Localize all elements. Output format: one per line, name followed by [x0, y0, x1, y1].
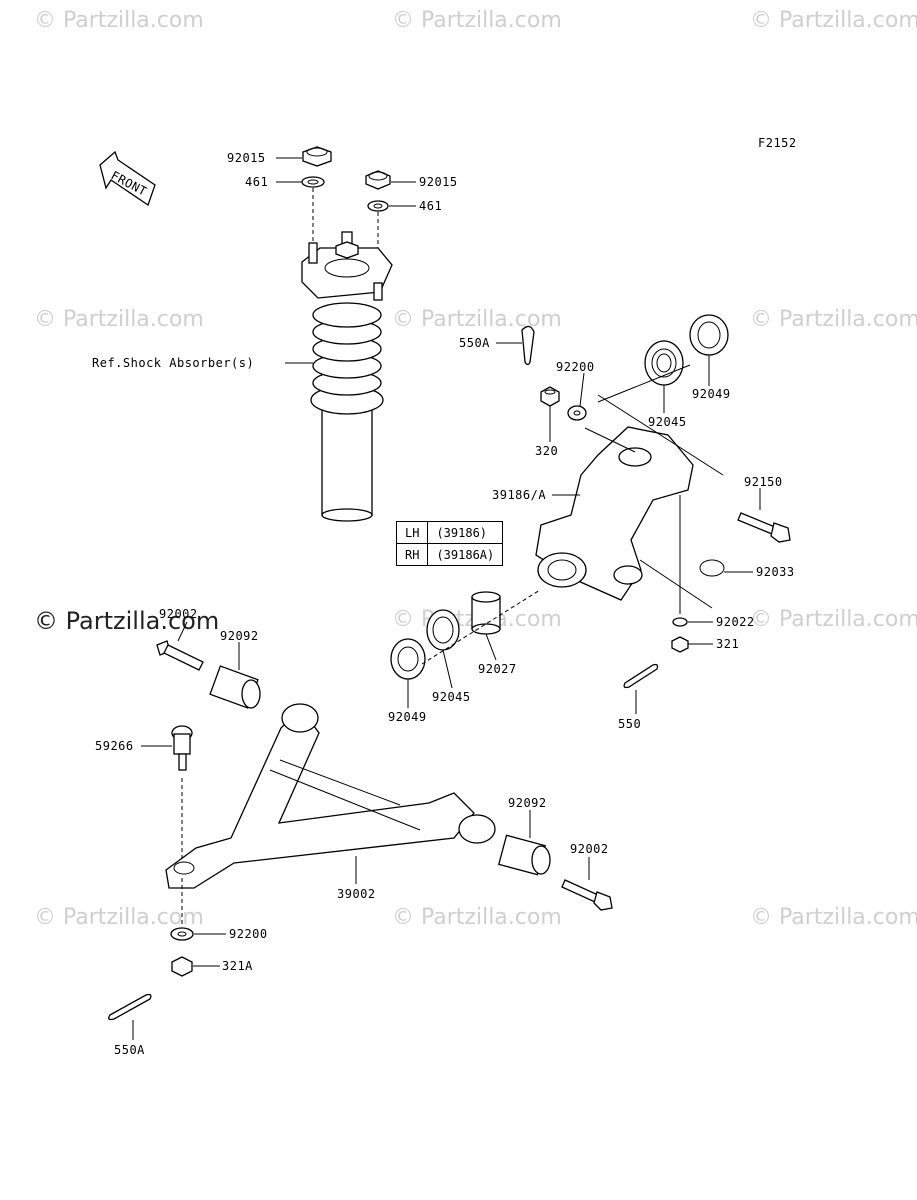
seal-92049-top — [689, 314, 729, 356]
callout-39002: 39002 — [337, 887, 376, 901]
callout-550A-top: 550A — [459, 336, 490, 350]
callout-321A: 321A — [222, 959, 253, 973]
callout-92045-top: 92045 — [648, 415, 687, 429]
washer-92200-top — [567, 405, 587, 421]
bearing-92045-top — [644, 340, 684, 386]
ref-shock-absorber-label: Ref.Shock Absorber(s) — [92, 356, 254, 370]
callout-92002-bottom: 92002 — [570, 842, 609, 856]
callout-320: 320 — [535, 444, 558, 458]
collar-92027 — [471, 591, 501, 635]
castle-nut-320 — [540, 386, 560, 407]
callout-92002-top: 92002 — [159, 607, 198, 621]
watermark: © Partzilla.com — [750, 8, 917, 33]
nut-321 — [671, 636, 689, 653]
cotter-pin-550A-top — [521, 325, 535, 366]
callout-92015-right: 92015 — [419, 175, 458, 189]
callout-92150: 92150 — [744, 475, 783, 489]
watermark: © Partzilla.com — [392, 307, 562, 332]
washer-461-left — [301, 176, 325, 188]
circlip-92033 — [699, 559, 725, 577]
front-arrow-icon: FRONT — [99, 150, 156, 207]
callout-550A-bottom: 550A — [114, 1043, 145, 1057]
callout-92015-left: 92015 — [227, 151, 266, 165]
ball-joint-59266 — [171, 725, 193, 771]
watermark: © Partzilla.com — [34, 905, 204, 930]
callout-92049-bottom: 92049 — [388, 710, 427, 724]
nut-92015-right — [365, 170, 391, 190]
cotter-pin-550 — [623, 663, 659, 689]
bushing-92092-top — [209, 665, 261, 709]
a-arm-39002 — [165, 703, 496, 889]
table-row: RH (39186A) — [395, 543, 504, 566]
callout-92092-top: 92092 — [220, 629, 259, 643]
watermark: © Partzilla.com — [750, 607, 917, 632]
watermark: © Partzilla.com — [34, 8, 204, 33]
watermark: © Partzilla.com — [750, 307, 917, 332]
callout-92045-bottom: 92045 — [432, 690, 471, 704]
callout-59266: 59266 — [95, 739, 134, 753]
callout-461-right: 461 — [419, 199, 442, 213]
callout-92027: 92027 — [478, 662, 517, 676]
watermark: © Partzilla.com — [34, 307, 204, 332]
callout-92092-bottom: 92092 — [508, 796, 547, 810]
watermark: © Partzilla.com — [750, 905, 917, 930]
shock-absorber — [301, 231, 393, 522]
castle-nut-321A — [171, 956, 193, 977]
callout-92049-top: 92049 — [692, 387, 731, 401]
cotter-pin-550A-bottom — [108, 993, 152, 1021]
callout-92200-bottom: 92200 — [229, 927, 268, 941]
watermark: © Partzilla.com — [34, 607, 220, 635]
watermark: © Partzilla.com — [392, 8, 562, 33]
bushing-92092-bottom — [498, 834, 551, 876]
callout-461-left: 461 — [245, 175, 268, 189]
callout-92200-top: 92200 — [556, 360, 595, 374]
callout-92022: 92022 — [716, 615, 755, 629]
part-number-cell: (39186A) — [427, 543, 504, 566]
washer-92200-bottom — [170, 927, 194, 941]
callout-92033: 92033 — [756, 565, 795, 579]
washer-461-right — [367, 200, 389, 212]
part-number-cell: (39186) — [427, 521, 504, 544]
knuckle-39186 — [535, 426, 694, 601]
side-cell: RH — [395, 543, 429, 566]
callout-550: 550 — [618, 717, 641, 731]
bolt-92002-top — [156, 640, 204, 671]
callout-39186: 39186/A — [492, 488, 546, 502]
nut-92015-left — [302, 146, 332, 167]
bolt-92150 — [737, 512, 791, 543]
bolt-92002-bottom — [561, 879, 613, 911]
callout-321: 321 — [716, 637, 739, 651]
side-variant-table: LH (39186) RH (39186A) — [395, 521, 504, 566]
washer-92022 — [672, 617, 688, 627]
side-cell: LH — [395, 521, 429, 544]
diagram-code: F2152 — [758, 136, 797, 150]
watermark: © Partzilla.com — [392, 905, 562, 930]
seal-92049-bottom — [390, 638, 426, 680]
table-row: LH (39186) — [395, 521, 504, 544]
